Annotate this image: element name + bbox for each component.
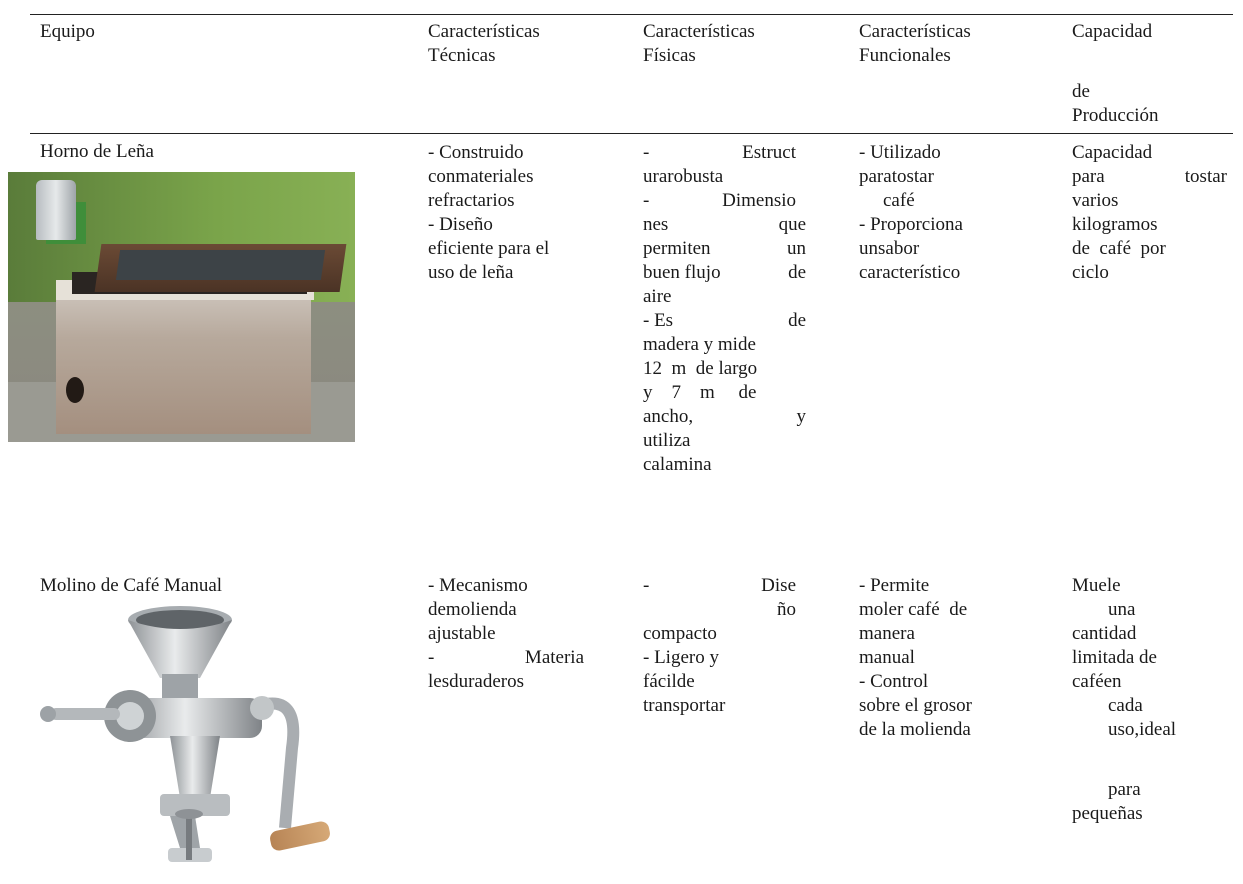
row-equipo-name: Horno de Leña [40,141,154,162]
row-fisicas: -Dise ño compacto - Ligero y fácilde tra… [643,575,796,716]
header-caracteristicas-fisicas: Características Físicas [643,21,755,66]
row-tecnicas: - Mecanismo demolienda ajustable -Materi… [428,575,584,692]
table-top-rule [30,14,1233,15]
header-caracteristicas-funcionales: Características Funcionales [859,21,971,66]
header-caracteristicas-tecnicas: Características Técnicas [428,21,540,66]
row-capacidad: Muele una cantidad limitada de caféen ca… [1072,575,1177,824]
wood-oven-photo [8,172,355,442]
row-tecnicas: - Construido conmateriales refractarios … [428,142,550,283]
header-capacidad-produccion: Capacidad de Producción [1072,21,1159,126]
header-equipo: Equipo [40,21,95,42]
row-funcionales: - Utilizado paratostar café - Proporcion… [859,142,963,283]
row-funcionales: - Permite moler café de manera manual - … [859,575,972,740]
manual-coffee-grinder-photo [30,598,340,884]
row-equipo-name: Molino de Café Manual [40,575,223,596]
table-header-rule [30,133,1233,134]
